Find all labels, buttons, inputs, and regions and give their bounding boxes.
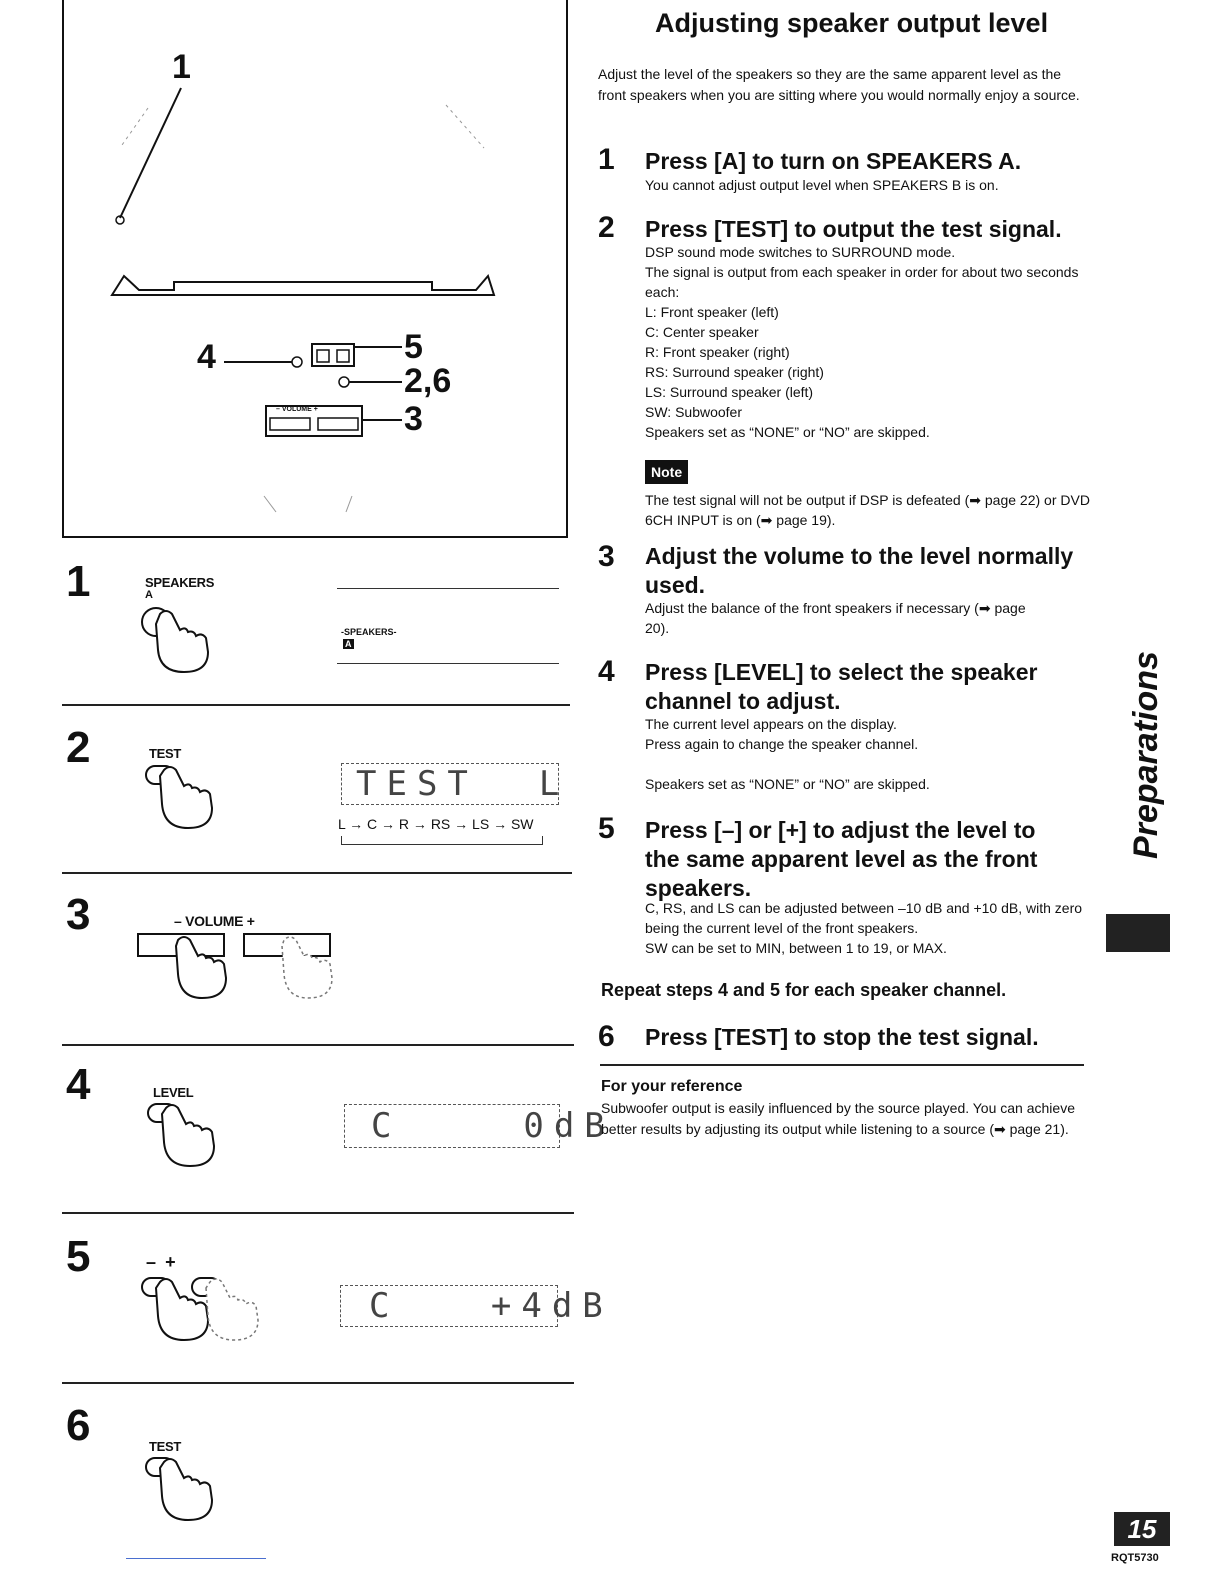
- step-6-number: 6: [598, 1020, 615, 1053]
- level-button-label: LEVEL: [153, 1085, 194, 1100]
- test-button-label-2: TEST: [149, 1439, 182, 1454]
- separator-5: [62, 1382, 574, 1384]
- reference-heading: For your reference: [601, 1078, 743, 1095]
- step-3-body: Adjust the balance of the front speakers…: [645, 600, 1026, 636]
- step-4-line: Speakers set as “NONE” or “NO” are skipp…: [645, 776, 930, 792]
- document-code: RQT5730: [1111, 1552, 1159, 1564]
- step-5-heading: Press [–] or [+] to adjust the level to …: [645, 817, 1038, 901]
- step-2-number: 2: [598, 211, 615, 244]
- diagram-volume-label: – VOLUME +: [276, 406, 318, 413]
- section-tab-label: Preparations: [1127, 651, 1165, 859]
- remote-diagram: [110, 87, 496, 513]
- speakers-button-label: SPEAKERS: [145, 575, 215, 590]
- step-4-number: 4: [598, 655, 615, 688]
- step-2-heading: Press [TEST] to output the test signal.: [645, 216, 1062, 242]
- speakers-a-button-icon[interactable]: [136, 602, 226, 682]
- step-2-line: R: Front speaker (right): [645, 344, 790, 360]
- step-5-number: 5: [598, 812, 615, 845]
- left-step-1-number: 1: [66, 557, 91, 606]
- section-tab: Preparations: [1124, 640, 1168, 870]
- callout-3: 3: [404, 400, 423, 438]
- left-step-3-number: 3: [66, 890, 91, 939]
- minus-plus-button-label: – +: [146, 1252, 176, 1272]
- adjust-display-text: C +4dB: [369, 1286, 613, 1326]
- step-1-number: 1: [598, 143, 615, 176]
- step-4-body: The current level appears on the display…: [645, 714, 1095, 794]
- sequence-loop-line: [341, 836, 543, 845]
- page-number: 15: [1114, 1512, 1170, 1546]
- speaker-sequence: L → C → R → RS → LS → SW: [338, 816, 534, 832]
- step-5-line: C, RS, and LS can be adjusted between –1…: [645, 900, 1083, 936]
- page-title: Adjusting speaker output level: [655, 8, 1049, 38]
- separator-1: [62, 704, 570, 706]
- step-6-heading: Press [TEST] to stop the test signal.: [645, 1024, 1039, 1050]
- test-button-icon-1[interactable]: [140, 764, 230, 844]
- step-2-line: Speakers set as “NONE” or “NO” are skipp…: [645, 424, 930, 440]
- step-4-heading: Press [LEVEL] to select the speaker chan…: [645, 659, 1038, 714]
- callout-2-6: 2,6: [404, 362, 452, 400]
- separator-3: [62, 1044, 574, 1046]
- callout-4: 4: [197, 338, 216, 376]
- test-button-icon-2[interactable]: [140, 1456, 230, 1536]
- step-5-body: C, RS, and LS can be adjusted between –1…: [645, 898, 1095, 958]
- minus-plus-buttons-icon[interactable]: [138, 1276, 268, 1356]
- left-step-6-number: 6: [66, 1401, 91, 1450]
- level-button-icon[interactable]: [142, 1102, 232, 1182]
- repeat-instruction: Repeat steps 4 and 5 for each speaker ch…: [601, 980, 1007, 1000]
- step-2-line: DSP sound mode switches to SURROUND mode…: [645, 244, 956, 260]
- diagram-panel: 1 4 5 2,6 3 – VOLUME +: [62, 0, 568, 538]
- callout-5: 5: [404, 328, 423, 366]
- reference-body: Subwoofer output is easily influenced by…: [601, 1100, 1075, 1137]
- step-2-line: The signal is output from each speaker i…: [645, 264, 1079, 300]
- separator-4: [62, 1212, 574, 1214]
- volume-buttons-icon[interactable]: [136, 932, 336, 1012]
- step-1-body: You cannot adjust output level when SPEA…: [645, 177, 999, 193]
- footer-rule: [126, 1558, 266, 1559]
- step-2-line: RS: Surround speaker (right): [645, 364, 824, 380]
- note-text: The test signal will not be output if DS…: [645, 492, 1090, 528]
- intro-text: Adjust the level of the speakers so they…: [598, 66, 1080, 103]
- step-2-line: SW: Subwoofer: [645, 404, 743, 420]
- separator-2: [62, 872, 572, 874]
- step-5-line: SW can be set to MIN, between 1 to 19, o…: [645, 940, 947, 956]
- left-step-4-number: 4: [66, 1060, 91, 1109]
- level-display-text: C 0dB: [371, 1106, 615, 1146]
- step-2-line: C: Center speaker: [645, 324, 759, 340]
- step-1-heading: Press [A] to turn on SPEAKERS A.: [645, 148, 1022, 174]
- speakers-display: -SPEAKERS- A: [337, 588, 559, 664]
- note-badge: Note: [645, 460, 689, 484]
- section-marker: [1106, 914, 1170, 952]
- test-button-label-1: TEST: [149, 746, 182, 761]
- speakers-display-text: -SPEAKERS-: [341, 627, 397, 637]
- left-step-2-number: 2: [66, 723, 91, 772]
- left-step-5-number: 5: [66, 1232, 91, 1281]
- test-display-text: TEST L: [356, 764, 570, 804]
- level-display: C 0dB: [344, 1104, 605, 1148]
- step-3-number: 3: [598, 540, 615, 573]
- step-2-body: DSP sound mode switches to SURROUND mode…: [645, 242, 1095, 530]
- step-2-line: LS: Surround speaker (left): [645, 384, 814, 400]
- speakers-display-sub: A: [343, 639, 354, 649]
- speakers-button-sub: A: [145, 589, 153, 601]
- adjust-display: C +4dB: [340, 1285, 603, 1327]
- callout-1: 1: [172, 48, 191, 86]
- step-4-line: The current level appears on the display…: [645, 716, 897, 732]
- reference-rule: [600, 1064, 1084, 1066]
- step-3-heading: Adjust the volume to the level normally …: [645, 543, 1074, 598]
- step-2-line: L: Front speaker (left): [645, 304, 779, 320]
- step-4-line: Press again to change the speaker channe…: [645, 736, 919, 752]
- test-display: TEST L: [341, 763, 559, 805]
- volume-button-label: – VOLUME +: [174, 913, 255, 929]
